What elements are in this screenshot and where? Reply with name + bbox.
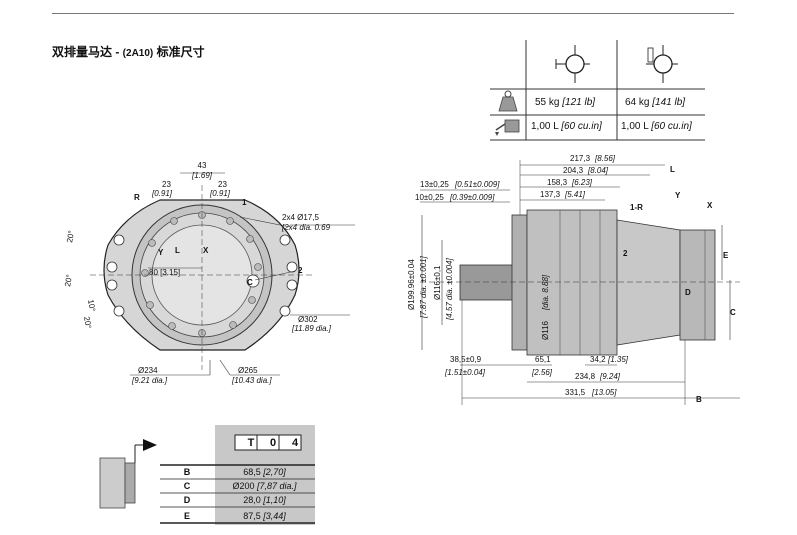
svg-text:Y: Y [675, 191, 681, 200]
svg-text:[8.04]: [8.04] [587, 166, 609, 175]
svg-text:[11.89 dia.]: [11.89 dia.] [291, 324, 332, 333]
oil-can-icon [495, 119, 520, 136]
double-port-symbol-icon [646, 45, 678, 83]
svg-text:X: X [707, 201, 713, 210]
svg-text:Ø199.96±0.04: Ø199.96±0.04 [407, 259, 416, 310]
svg-text:38,5±0,9: 38,5±0,9 [450, 355, 482, 364]
svg-text:331,5: 331,5 [565, 388, 586, 397]
svg-text:Ø265: Ø265 [238, 366, 258, 375]
svg-text:234,8: 234,8 [575, 372, 596, 381]
svg-text:D: D [685, 288, 691, 297]
arrow-icon [143, 439, 157, 451]
svg-text:[1.35]: [1.35] [607, 355, 629, 364]
svg-text:R: R [134, 193, 140, 202]
svg-text:[0.91]: [0.91] [209, 189, 231, 198]
svg-text:C: C [730, 308, 736, 317]
svg-text:Ø116: Ø116 [541, 320, 550, 340]
weight-col1: 55 kg [121 lb] [535, 97, 596, 108]
svg-text:2: 2 [298, 266, 303, 275]
svg-text:1-R: 1-R [630, 203, 643, 212]
svg-text:C: C [247, 278, 253, 287]
svg-text:[1.69]: [1.69] [191, 171, 213, 180]
motor-body [526, 209, 618, 356]
code-char-3: 4 [291, 437, 299, 449]
svg-text:158,3: 158,3 [547, 178, 568, 187]
svg-text:65,1: 65,1 [535, 355, 551, 364]
svg-text:[10.43 dia.]: [10.43 dia.] [231, 376, 272, 385]
weight-col2: 64 kg [141 lb] [625, 97, 686, 108]
svg-text:E: E [723, 251, 729, 260]
table-row: C Ø200 [7,87 dia.] [183, 481, 297, 491]
volume-col2: 1,00 L [60 cu.in] [621, 121, 692, 132]
svg-text:Ø302: Ø302 [298, 315, 318, 324]
svg-text:2x4 Ø17,5: 2x4 Ø17,5 [282, 213, 319, 222]
svg-text:137,3: 137,3 [540, 190, 561, 199]
svg-text:Ø234: Ø234 [138, 366, 158, 375]
svg-text:217,3: 217,3 [570, 154, 591, 163]
svg-text:204,3: 204,3 [563, 166, 584, 175]
table-row: E 87,5 [3,44] [183, 511, 286, 521]
volume-col1: 1,00 L [60 cu.in] [531, 121, 602, 132]
svg-text:[5.41]: [5.41] [564, 190, 586, 199]
svg-text:1: 1 [242, 198, 247, 207]
svg-text:[8.56]: [8.56] [594, 154, 616, 163]
shaft [459, 264, 517, 301]
spec-table [490, 40, 705, 141]
svg-text:2: 2 [623, 249, 628, 258]
code-char-2: 0 [269, 437, 277, 449]
table-row: D 28,0 [1,10] [183, 495, 286, 505]
svg-text:23: 23 [162, 180, 171, 189]
motor-side-icon [99, 439, 157, 509]
svg-text:20°: 20° [82, 316, 93, 329]
code-table-graphic [99, 425, 315, 525]
top-rule [52, 13, 734, 14]
svg-text:[6.23]: [6.23] [571, 178, 593, 187]
valve-block [679, 229, 716, 341]
svg-text:[4.57 dia. ±0.004]: [4.57 dia. ±0.004] [445, 257, 454, 321]
svg-text:34,2: 34,2 [590, 355, 606, 364]
front-view-drawing: 43 [1.69] 23 [0.91] 23 [0.91] R 1 Y L X … [63, 161, 355, 385]
svg-text:[7.87 dia. ±0.001]: [7.87 dia. ±0.001] [419, 255, 428, 319]
bolt-holes [106, 234, 298, 317]
weight-icon [498, 90, 518, 112]
svg-text:Ø116±0,1: Ø116±0,1 [433, 265, 442, 300]
svg-text:L: L [175, 246, 180, 255]
svg-text:[9.24]: [9.24] [599, 372, 621, 381]
svg-text:Y: Y [158, 248, 164, 257]
single-port-symbol-icon [555, 45, 590, 83]
svg-text:43: 43 [198, 161, 207, 170]
svg-text:B: B [696, 395, 702, 404]
svg-text:[2x4 dia. 0.69: [2x4 dia. 0.69 [281, 223, 331, 232]
svg-text:10°: 10° [86, 299, 97, 312]
page-title: 双排量马达 - (2A10) 标准尺寸 [52, 45, 205, 59]
svg-text:[dia. 8.88]: [dia. 8.88] [541, 274, 550, 311]
side-view-drawing: 217,3 [8.56] 204,3 [8.04] 158,3 [6.23] 1… [407, 154, 740, 405]
svg-text:20°: 20° [65, 230, 76, 243]
svg-text:[0.91]: [0.91] [151, 189, 173, 198]
code-char-1: T [247, 437, 255, 449]
svg-text:13±0,25: 13±0,25 [420, 180, 449, 189]
svg-text:[1.51±0.04]: [1.51±0.04] [444, 368, 486, 377]
svg-text:80 [3.15]: 80 [3.15] [149, 268, 180, 277]
svg-text:[2.56]: [2.56] [531, 368, 553, 377]
svg-text:23: 23 [218, 180, 227, 189]
table-row: B 68,5 [2,70] [183, 467, 286, 477]
svg-text:L: L [670, 165, 675, 174]
svg-text:[0.39±0.009]: [0.39±0.009] [449, 193, 495, 202]
svg-text:[13.05]: [13.05] [591, 388, 617, 397]
svg-text:20°: 20° [63, 274, 74, 287]
svg-text:[9.21 dia.]: [9.21 dia.] [131, 376, 168, 385]
svg-text:X: X [203, 246, 209, 255]
svg-text:[0.51±0.009]: [0.51±0.009] [454, 180, 500, 189]
svg-text:10±0,25: 10±0,25 [415, 193, 444, 202]
